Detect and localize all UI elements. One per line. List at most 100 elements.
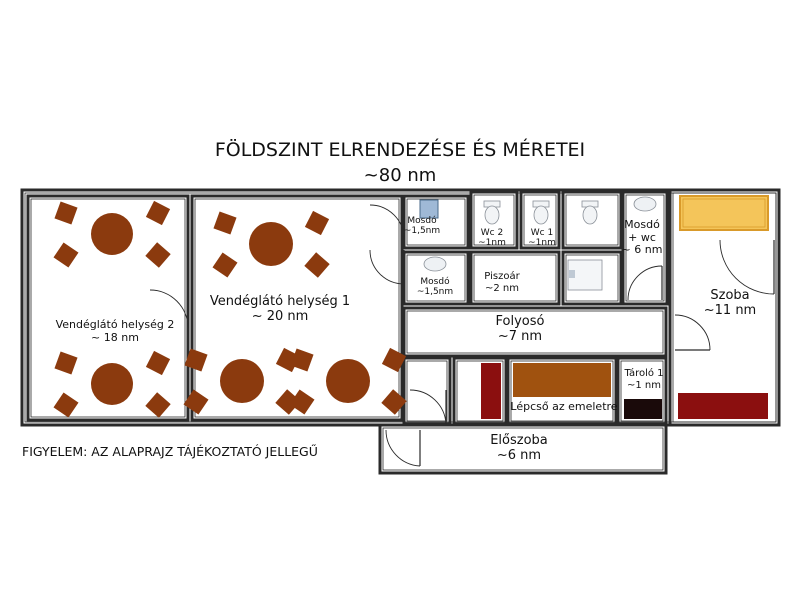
table-v1-bottom-right-chair-3-seat xyxy=(289,389,315,415)
wall-stair-left-inner xyxy=(406,360,448,422)
table-v2-top-chair-3 xyxy=(53,242,79,268)
sink-mosdo-wc xyxy=(633,196,657,212)
table-v1-bottom-left xyxy=(220,359,264,403)
table-v2-bottom xyxy=(91,363,133,405)
table-v2-top-chair-2 xyxy=(145,200,171,226)
room-folyoso-name: Folyosó xyxy=(495,314,545,329)
wall-wc-small-inner xyxy=(565,194,619,246)
wall-wc-small xyxy=(561,190,623,250)
room-szoba-area: ~11 nm xyxy=(703,302,757,318)
table-v1-bottom-right-chair-3 xyxy=(289,389,315,415)
table-v1-bottom-right xyxy=(326,359,370,403)
table-v2-top-chair-1-seat xyxy=(54,201,78,225)
wall-szoba-inner xyxy=(672,192,777,423)
wall-wc2 xyxy=(469,190,519,250)
wall-eloszoba xyxy=(378,423,668,475)
table-v1-bottom-right-chair-4-seat xyxy=(381,389,407,415)
table-v1-bottom-right-chair-2-seat xyxy=(381,347,407,373)
stair-shelf xyxy=(481,363,501,419)
room-eloszoba-name: Előszoba xyxy=(490,433,548,448)
wall-mosdo-bottom-inner xyxy=(406,254,466,302)
wall-sink-room-inner xyxy=(565,254,619,302)
room-piszoar-label: Piszoár ~2 nm xyxy=(472,271,532,294)
wall-stair-shelf-inner xyxy=(456,360,504,422)
room-vendeglato1-label: Vendéglátó helység 1 ~ 20 nm xyxy=(195,294,365,325)
table-v2-top-chair-4-seat xyxy=(145,242,171,268)
room-szoba-name: Szoba xyxy=(710,288,750,303)
wall-stair-inner xyxy=(510,360,614,422)
room-szoba-label: Szoba ~11 nm xyxy=(690,288,770,319)
table-v2-top-chair-2-seat xyxy=(145,200,171,226)
room-lepcso-label: Lépcső az emeletre xyxy=(506,400,622,414)
plan-title: FÖLDSZINT ELRENDEZÉSE ÉS MÉRETEI xyxy=(214,139,586,161)
toilet-wc1 xyxy=(532,200,550,225)
door-vendeglato2-swing xyxy=(149,289,189,329)
room-piszoar-name: Piszoár xyxy=(484,271,520,282)
table-v1-bottom-left-chair-4 xyxy=(275,389,301,415)
wall-wc1-inner xyxy=(523,194,557,246)
room-tarolo-area: ~1 nm xyxy=(627,379,661,391)
table-v1-bottom-left-chair-3 xyxy=(183,389,209,415)
door-szoba-bottom-swing xyxy=(674,314,711,351)
table-v1-bottom-right-chair-1 xyxy=(290,348,314,372)
door-stair-swing xyxy=(409,389,447,425)
wall-vendeglato2-inner xyxy=(30,198,186,418)
table-v1-bottom-right-chair-2 xyxy=(381,347,407,373)
table-v1-bottom-left-chair-4-seat xyxy=(275,389,301,415)
toilet-small-bowl xyxy=(582,205,598,225)
room-mosdo-top-label: Mosdó ~1,5nm xyxy=(402,216,442,237)
room-tarolo-name: Tároló 1 xyxy=(624,368,664,379)
disclaimer-notice: FIGYELEM: AZ ALAPRAJZ TÁJÉKOZTATÓ JELLEG… xyxy=(22,444,318,459)
table-v2-bottom-chair-4-seat xyxy=(145,392,171,418)
door-mosdo-wc-swing xyxy=(627,265,663,301)
door-vendeglato1-swing xyxy=(369,249,405,285)
total-area: ~80 nm xyxy=(363,165,437,186)
table-v1-bottom-right-chair-4 xyxy=(381,389,407,415)
room-vendeglato2-name: Vendéglátó helység 2 xyxy=(55,318,175,331)
table-v2-top-chair-1 xyxy=(54,201,78,225)
room-wc2-label: Wc 2 ~1nm xyxy=(472,228,512,249)
sink-mosdo-bottom xyxy=(423,256,447,272)
wall-vendeglato1-inner xyxy=(194,198,400,418)
staircase xyxy=(513,363,611,397)
toilet-small xyxy=(581,200,599,225)
furniture xyxy=(53,195,769,419)
storage-block xyxy=(624,399,662,419)
room-folyoso-label: Folyosó ~7 nm xyxy=(470,314,570,345)
szoba-bench xyxy=(678,393,768,419)
wall-piszoar xyxy=(469,250,561,306)
room-piszoar-area: ~2 nm xyxy=(485,282,519,294)
room-wc2-area: ~1nm xyxy=(478,238,506,249)
table-v2-bottom-chair-3-seat xyxy=(53,392,79,418)
wall-folyoso-inner xyxy=(406,310,664,354)
room-lepcso-name: Lépcső az emeletre xyxy=(510,400,618,413)
table-v1-top-chair-3 xyxy=(212,252,238,278)
room-mosdo-wc-label: Mosdó + wc ~ 6 nm xyxy=(612,218,672,257)
wall-wc1 xyxy=(519,190,561,250)
table-v2-bottom-chair-2-seat xyxy=(145,350,171,376)
room-wc1-area: ~1nm xyxy=(528,238,556,249)
room-wc1-label: Wc 1 ~1nm xyxy=(522,228,562,249)
table-v1-top-chair-1-seat xyxy=(213,211,237,235)
table-v1-bottom-right-chair-1-seat xyxy=(290,348,314,372)
wall-sink-room xyxy=(561,250,623,306)
table-v1-top-chair-4 xyxy=(304,252,330,278)
room-mosdo-top-area: ~1,5nm xyxy=(403,226,441,237)
wall-mosdo-wc xyxy=(621,190,669,306)
door-szoba-top-swing xyxy=(719,239,775,295)
door-eloszoba-swing xyxy=(385,429,421,467)
room-vendeglato2-label: Vendéglátó helység 2 ~ 18 nm xyxy=(40,318,190,344)
table-v2-bottom-chair-1-seat xyxy=(54,351,78,375)
room-mosdo-wc-area: ~ 6 nm xyxy=(621,243,663,257)
wall-wc2-inner xyxy=(473,194,515,246)
toilet-wc2 xyxy=(483,200,501,225)
room-mosdo-bottom-name: Mosdó xyxy=(420,277,450,287)
table-v1-top xyxy=(249,222,293,266)
door-mosdo-top-swing xyxy=(369,204,405,240)
room-mosdo-bottom-label: Mosdó ~1,5nm xyxy=(413,277,457,298)
toilet-wc2-bowl xyxy=(484,205,500,225)
bed-inner xyxy=(682,198,766,228)
table-v1-top-chair-4-seat xyxy=(304,252,330,278)
wall-vendeglato1 xyxy=(190,194,404,422)
